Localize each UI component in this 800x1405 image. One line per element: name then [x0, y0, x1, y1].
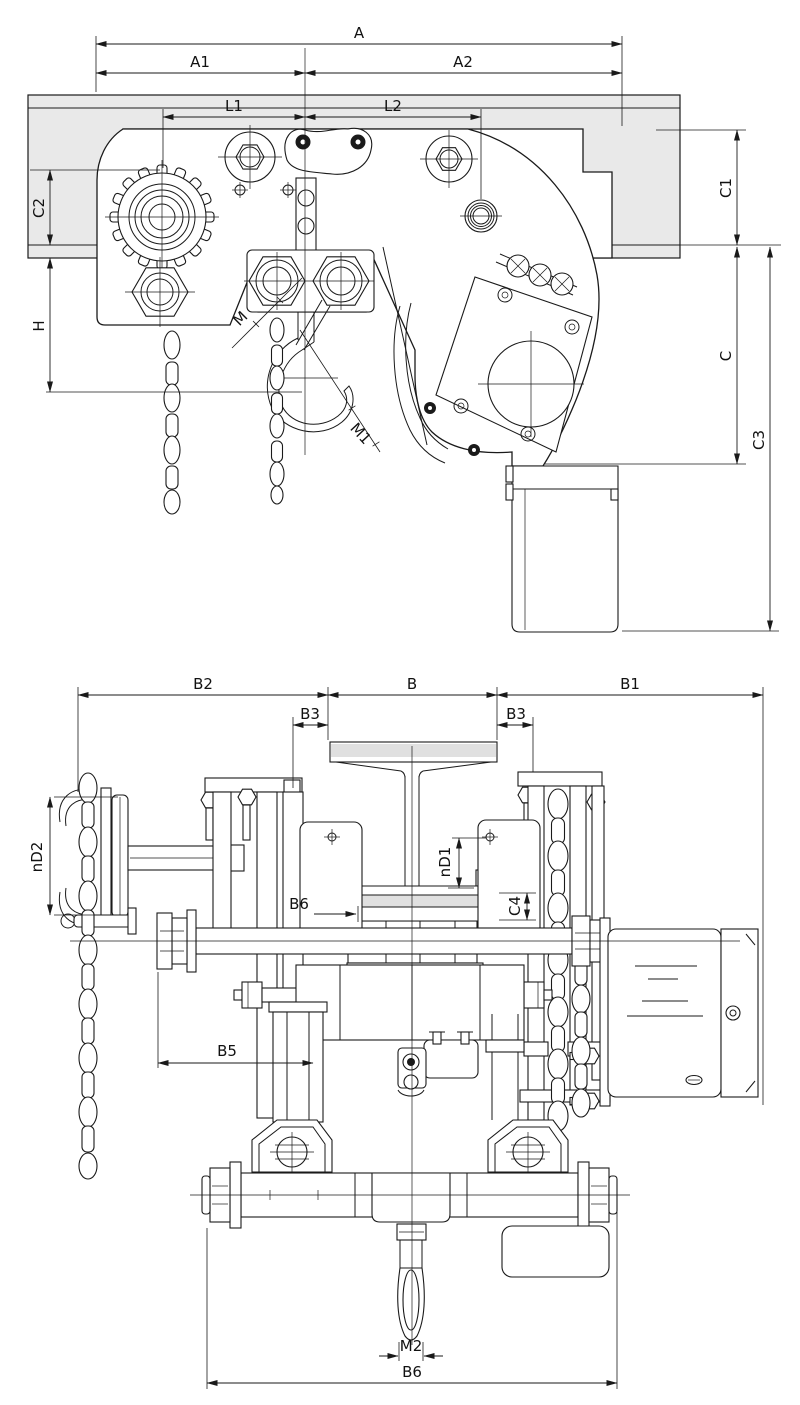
dim-label-b2: B2	[193, 675, 213, 693]
hand-chain-wheel	[105, 160, 219, 274]
dim-label-nd1: nD1	[436, 847, 454, 878]
dim-label-c4: C4	[506, 896, 524, 916]
side-view: A A1 A2 L1 L2 C2 H C1 C C3	[27, 24, 781, 633]
bottom-crossbar	[190, 1161, 630, 1278]
dim-label-b3-left: B3	[300, 705, 320, 723]
motor-bracket	[393, 253, 593, 464]
limit-switch-assembly	[397, 1031, 479, 1097]
hoist-body-front	[268, 964, 525, 1123]
dimensions-front: B2 B B1 B3 B3 nD2 nD1 C4 B6	[28, 675, 764, 1389]
dim-label-b5: B5	[217, 1042, 237, 1060]
dim-label-l2: L2	[384, 97, 402, 115]
dimensions-side: A A1 A2 L1 L2 C2 H C1 C C3	[30, 24, 781, 632]
dim-label-a2: A2	[453, 53, 473, 71]
dim-label-h: H	[30, 320, 48, 331]
dim-label-a1: A1	[190, 53, 210, 71]
dim-label-b6-bottom: B6	[402, 1363, 422, 1381]
right-hanger	[487, 1119, 569, 1186]
dim-label-a: A	[354, 24, 365, 42]
dim-label-c2: C2	[30, 198, 48, 218]
dim-label-b3-right: B3	[506, 705, 526, 723]
suspension-clevis	[284, 127, 373, 255]
dim-label-l1: L1	[225, 97, 243, 115]
dim-label-b: B	[407, 675, 417, 693]
dim-label-nd2: nD2	[28, 842, 46, 873]
dim-label-b1: B1	[620, 675, 640, 693]
hand-wheel-assembly	[58, 787, 245, 935]
load-chain-side	[269, 317, 285, 505]
hand-chain-front	[78, 772, 98, 1180]
dim-label-c: C	[717, 351, 735, 361]
dim-label-m1: M1	[346, 419, 375, 448]
control-box	[505, 465, 619, 633]
plate-fasteners	[125, 125, 502, 327]
beam-front	[329, 741, 498, 888]
left-hanger	[251, 1119, 333, 1186]
front-view: B2 B B1 B3 B3 nD2 nD1 C4 B6	[28, 675, 764, 1389]
motor	[599, 917, 759, 1107]
pendant-box	[501, 1225, 610, 1278]
hook-front	[396, 1223, 427, 1341]
hand-chain-side	[163, 330, 181, 515]
dim-label-c1: C1	[717, 178, 735, 198]
dim-label-b6-mid: B6	[289, 895, 309, 913]
guide-rollers	[506, 254, 574, 296]
dim-label-m2: M2	[400, 1337, 423, 1355]
hook-block	[244, 249, 375, 313]
dim-label-c3: C3	[750, 430, 768, 450]
